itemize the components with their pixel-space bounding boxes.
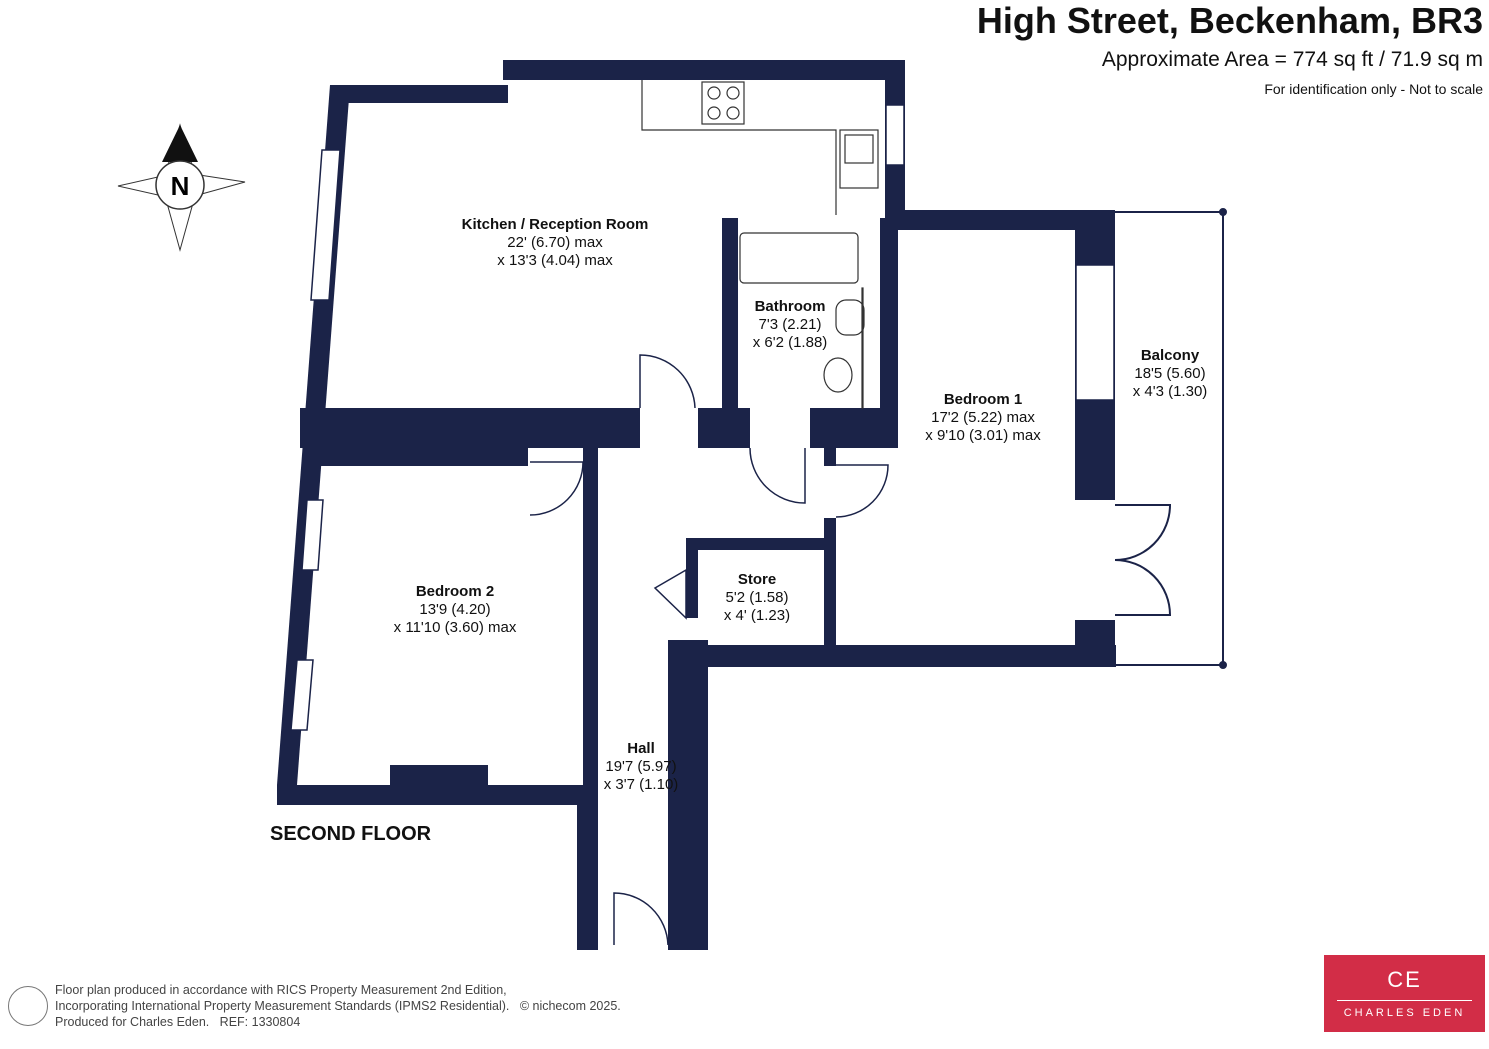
room-kitchen-reception: Kitchen / Reception Room 22' (6.70) max …	[462, 216, 649, 270]
floor-label: SECOND FLOOR	[270, 823, 432, 845]
room-name: Hall	[627, 740, 655, 757]
room-dim: x 4' (1.23)	[723, 607, 791, 624]
room-name: Store	[737, 571, 777, 588]
room-name: Balcony	[1140, 347, 1200, 364]
compass-north-label: N	[171, 171, 190, 201]
room-balcony: Balcony 18'5 (5.60) x 4'3 (1.30)	[1133, 347, 1208, 401]
room-bedroom-2: Bedroom 2 13'9 (4.20) x 11'10 (3.60) max	[394, 583, 517, 637]
footer-line: Produced for Charles Eden. REF: 1330804	[55, 1015, 301, 1029]
room-dim: 7'3 (2.21)	[758, 316, 822, 333]
compass-icon: N	[117, 123, 246, 252]
room-dim: x 4'3 (1.30)	[1132, 383, 1208, 400]
room-name: Bedroom 2	[415, 583, 495, 600]
property-title: High Street, Beckenham, BR3	[976, 0, 1483, 41]
charles-eden-logo: CE CHARLES EDEN	[1324, 955, 1485, 1032]
logo-divider	[1337, 1000, 1472, 1001]
room-dim: 19'7 (5.97)	[605, 758, 677, 775]
footer-line: Incorporating International Property Mea…	[55, 999, 621, 1013]
scale-note: For identification only - Not to scale	[1264, 81, 1483, 97]
person-icon	[8, 986, 48, 1026]
room-dim: x 11'10 (3.60) max	[393, 619, 517, 636]
room-hall: Hall 19'7 (5.97) x 3'7 (1.10)	[604, 740, 679, 794]
room-dim: x 9'10 (3.01) max	[925, 427, 1041, 444]
room-name: Bathroom	[754, 298, 826, 315]
kitchen-fittings	[641, 80, 879, 215]
footer-line: Floor plan produced in accordance with R…	[55, 983, 507, 997]
walls	[277, 60, 1116, 950]
room-dim: 18'5 (5.60)	[1134, 365, 1206, 382]
approximate-area: Approximate Area = 774 sq ft / 71.9 sq m	[1101, 48, 1483, 71]
room-dim: 22' (6.70) max	[507, 234, 603, 251]
bathroom-fittings	[739, 232, 865, 409]
logo-mark: CE	[1387, 967, 1422, 992]
room-dim: x 13'3 (4.04) max	[497, 252, 613, 269]
room-dim: x 3'7 (1.10)	[603, 776, 679, 793]
room-name: Bedroom 1	[943, 391, 1023, 408]
room-dim: 17'2 (5.22) max	[931, 409, 1035, 426]
room-dim: 5'2 (1.58)	[725, 589, 789, 606]
doors	[529, 354, 889, 946]
windows	[290, 104, 1115, 731]
room-name: Kitchen / Reception Room	[461, 216, 649, 233]
room-dim: x 6'2 (1.88)	[752, 334, 828, 351]
room-store: Store 5'2 (1.58) x 4' (1.23)	[724, 571, 790, 625]
room-bedroom-1: Bedroom 1 17'2 (5.22) max x 9'10 (3.01) …	[925, 391, 1040, 445]
logo-name: CHARLES EDEN	[1343, 1007, 1466, 1019]
room-bathroom: Bathroom 7'3 (2.21) x 6'2 (1.88)	[753, 298, 828, 352]
balcony-outline	[1114, 208, 1227, 669]
footer-notes: Floor plan produced in accordance with R…	[55, 982, 621, 1030]
room-dim: 13'9 (4.20)	[419, 601, 491, 618]
